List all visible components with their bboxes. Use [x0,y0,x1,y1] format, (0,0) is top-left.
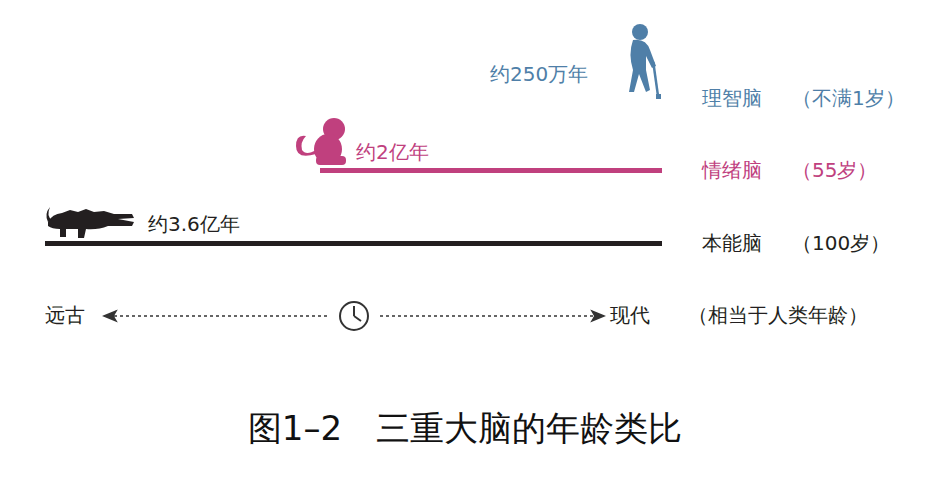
age-label: 约250万年 [490,62,588,86]
crocodile-icon [46,207,134,238]
time-axis [104,302,604,330]
age-label: 约3.6亿年 [148,212,240,236]
human-age: （55岁） [792,158,877,182]
monkey-icon [296,118,346,165]
brain-name: 理智脑 [702,86,762,110]
human-age: （不满1岁） [792,86,905,110]
instinct-bar [45,241,662,246]
brain-name: 本能脑 [702,231,762,255]
figure-caption: 图1–2 三重大脑的年龄类比 [248,408,682,449]
axis-note: （相当于人类年龄） [688,303,868,327]
brain-name: 情绪脑 [702,158,762,182]
age-label: 约2亿年 [356,140,429,164]
axis-label: 远古 [45,303,85,327]
axis-label: 现代 [610,303,650,327]
emotion-bar [320,168,662,173]
human-age: （100岁） [792,231,890,255]
human-icon [629,24,661,99]
